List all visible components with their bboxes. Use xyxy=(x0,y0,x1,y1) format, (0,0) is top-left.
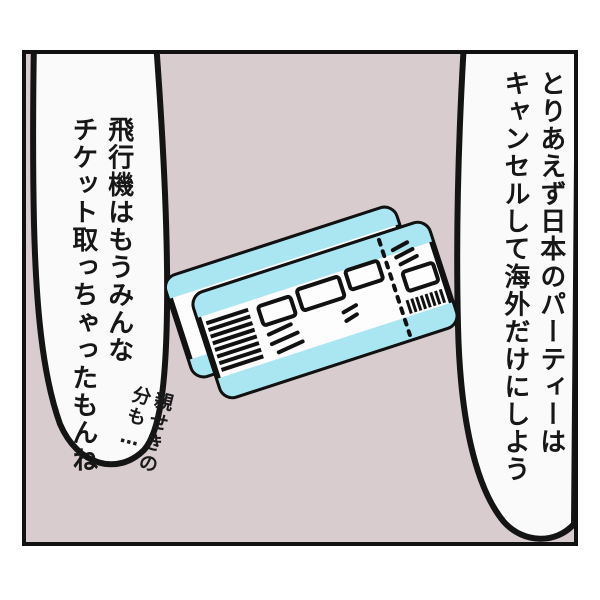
detail-box-2 xyxy=(295,275,347,313)
airline-tickets-illustration xyxy=(166,194,456,424)
right-balloon-text: とりあえず日本のパーティーは キャンセルして海外だけにしよう xyxy=(499,70,566,484)
stub-text-lines xyxy=(390,240,419,267)
ticket-front-bands xyxy=(191,220,456,400)
manga-panel: 飛行機はもうみんな チケット取っちゃったもんね とりあえず日本のパーティーは キ… xyxy=(22,50,578,546)
left-balloon-text: 飛行機はもうみんな チケット取っちゃったもんね xyxy=(67,116,134,475)
detail-box-3 xyxy=(343,259,385,292)
tickets-svg xyxy=(166,205,456,400)
stub-barcode xyxy=(405,288,447,314)
stub-box xyxy=(400,261,440,293)
text-lines-left xyxy=(266,322,305,355)
text-lines-middle xyxy=(341,303,359,323)
perforation-line xyxy=(376,237,412,337)
ticket-front xyxy=(191,220,456,400)
barcode-stripes xyxy=(205,307,264,372)
ticket-front-details xyxy=(205,237,447,372)
detail-box-1 xyxy=(256,294,298,327)
